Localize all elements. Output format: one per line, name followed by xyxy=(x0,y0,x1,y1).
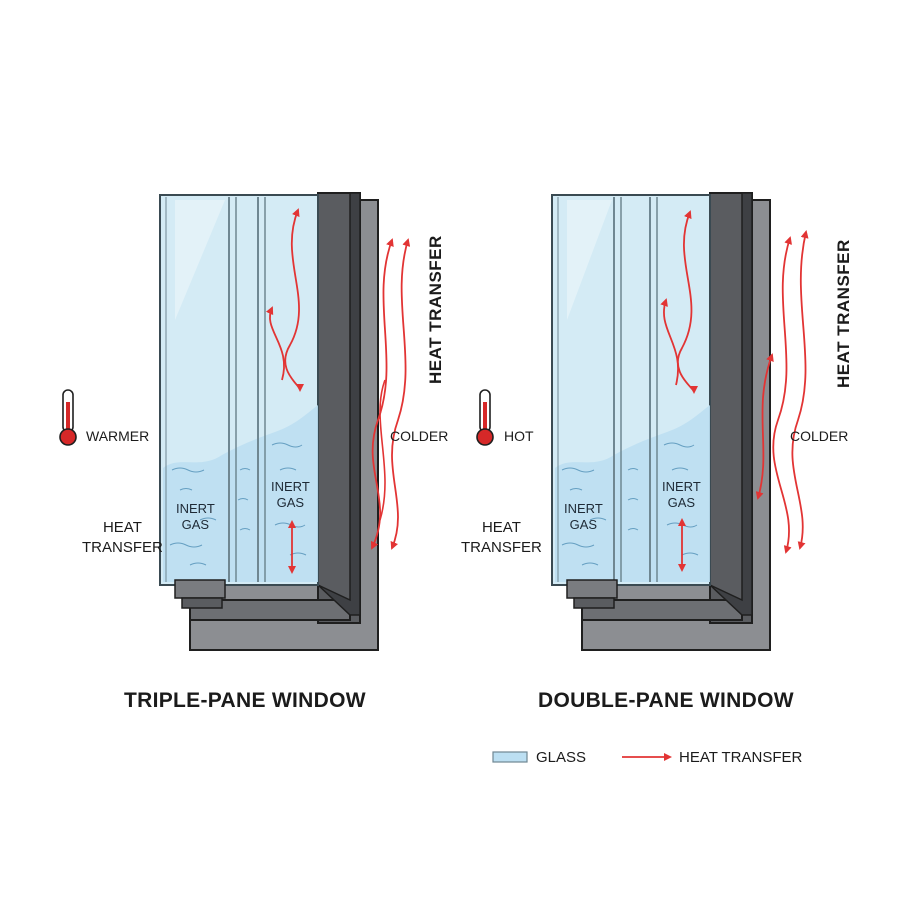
outside-temp-label: COLDER xyxy=(390,428,449,444)
legend-heat-label: HEAT TRANSFER xyxy=(679,749,803,766)
frame-sill xyxy=(581,599,743,621)
panel-title-double: DOUBLE-PANE WINDOW xyxy=(538,689,794,712)
gas-label-2: INERT GAS xyxy=(662,479,701,510)
legend-glass-label: GLASS xyxy=(536,749,587,766)
heat-arrow-outside-1 xyxy=(370,238,394,550)
legend xyxy=(492,751,672,763)
gas-label-1: INERT GAS xyxy=(176,501,215,532)
frame-corner xyxy=(317,192,361,616)
heat-arrow-outside-3 xyxy=(755,353,774,500)
vertical-heat-transfer-label: HEAT TRANSFER xyxy=(834,239,853,388)
side-heat-transfer-label: HEAT TRANSFER xyxy=(82,519,163,557)
frame-hardware-1 xyxy=(566,579,618,599)
frame-hardware-2 xyxy=(573,597,615,609)
heat-arrow-outside-1 xyxy=(772,236,792,554)
heat-arrow-outside-2 xyxy=(390,238,411,550)
gas-label-1: INERT GAS xyxy=(564,501,603,532)
panel-title-triple: TRIPLE-PANE WINDOW xyxy=(124,689,366,712)
gas-wave-marks xyxy=(561,442,699,566)
glass-glare xyxy=(567,200,612,320)
double-pane-window xyxy=(476,192,809,651)
thermometer-icon xyxy=(59,389,77,446)
heat-arrow-outside-3 xyxy=(379,379,386,521)
triple-pane-window xyxy=(59,192,411,651)
heat-arrow-glass-1 xyxy=(677,210,698,394)
frame-hardware-2 xyxy=(181,597,223,609)
inert-gas-fill xyxy=(163,405,318,582)
heat-arrow-glass-2 xyxy=(265,306,285,381)
frame-sill xyxy=(189,599,351,621)
outside-temp-label: COLDER xyxy=(790,428,849,444)
inside-temp-label: WARMER xyxy=(86,428,150,444)
heat-arrow-outside-2 xyxy=(791,230,809,550)
side-heat-transfer-label: HEAT TRANSFER xyxy=(461,519,542,557)
inert-gas-fill xyxy=(555,405,710,582)
heat-arrow-glass-1 xyxy=(284,208,304,392)
vertical-heat-transfer-label: HEAT TRANSFER xyxy=(426,235,445,384)
frame-corner xyxy=(709,192,753,616)
frame-hardware-1 xyxy=(174,579,226,599)
inside-temp-label: HOT xyxy=(504,428,534,444)
glass-glare xyxy=(175,200,225,320)
gas-label-2: INERT GAS xyxy=(271,479,310,510)
thermometer-icon xyxy=(476,389,494,446)
legend-glass-swatch xyxy=(492,751,528,763)
heat-arrow-glass-2 xyxy=(660,298,679,386)
